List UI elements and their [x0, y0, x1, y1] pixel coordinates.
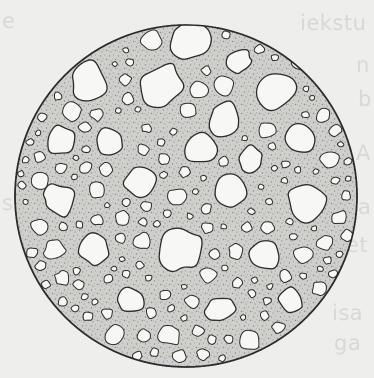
aggregate-stone — [291, 51, 309, 70]
aggregate-stone — [208, 335, 216, 344]
aggregate-stone — [158, 325, 180, 344]
aggregate-stone — [180, 103, 196, 117]
aggregate-stone — [336, 251, 343, 257]
aggregate-stone — [90, 182, 105, 198]
aggregate-stone — [337, 142, 343, 147]
aggregate-stone — [240, 315, 245, 320]
aggregate-stone — [157, 139, 165, 146]
aggregate-stone — [312, 282, 326, 296]
aggregate-stone — [146, 308, 156, 319]
aggregate-stone — [71, 305, 79, 312]
aggregate-stone — [160, 290, 171, 299]
aggregate-stone — [221, 224, 227, 229]
show-through-line: iekstu — [300, 11, 366, 35]
aggregate-stone — [22, 156, 29, 162]
show-through-line: b — [358, 87, 372, 111]
show-through-line: isa — [332, 301, 363, 325]
aggregate-stone — [168, 189, 187, 205]
aggregate-stone — [27, 248, 38, 258]
aggregate-stone — [281, 177, 287, 183]
aggregate-stone — [242, 136, 247, 141]
aggregate-stone — [182, 285, 188, 290]
aggregate-stone — [23, 199, 28, 204]
aggregate-stone — [116, 211, 130, 226]
aggregate-stone — [219, 355, 226, 362]
aggregate-stone — [201, 204, 211, 214]
aggregate-stone — [142, 124, 152, 132]
aggregate-stone — [18, 171, 24, 177]
aggregate-stone — [76, 221, 82, 228]
aggregate-stone — [35, 130, 40, 136]
aggregate-stone — [31, 172, 48, 189]
aggregate-stone — [81, 294, 88, 300]
aggregate-stone — [289, 234, 297, 240]
aggregate-stone — [258, 184, 264, 189]
aggregate-stone — [119, 257, 125, 262]
aggregate-stone — [59, 222, 67, 230]
show-through-line: A — [356, 141, 371, 165]
show-through-line: n — [356, 53, 370, 77]
aggregate-stone — [159, 154, 170, 165]
aggregate-stone — [345, 176, 351, 181]
aggregate-stone — [82, 146, 91, 153]
aggregate-stone — [135, 107, 141, 112]
aggregate-stone — [146, 275, 152, 281]
aggregate-stone — [342, 191, 351, 200]
aggregate-stone — [58, 297, 67, 306]
aggregate-stone — [222, 31, 230, 39]
aggregate-stone — [116, 108, 122, 113]
aggregate-stone — [251, 277, 258, 283]
aggregate-stone — [159, 228, 202, 271]
aggregate-stone — [310, 96, 315, 101]
aggregate-stone — [193, 189, 199, 195]
aggregate-stone — [229, 243, 243, 259]
show-through-line: a — [358, 195, 371, 219]
aggregate-stone — [266, 199, 273, 205]
aggregate-stone — [72, 174, 78, 180]
show-through-line: e — [2, 9, 15, 33]
aggregate-stone — [111, 266, 117, 271]
aggregate-stone — [317, 266, 323, 271]
aggregate-stone — [123, 48, 129, 53]
aggregate-stone — [271, 55, 278, 61]
aggregate-stone — [295, 167, 301, 174]
aggregate-stone — [115, 233, 125, 243]
aggregate-stone — [83, 312, 93, 320]
show-through-line: ga — [334, 331, 361, 355]
aggregate-stone — [313, 169, 319, 174]
aggregate-stone — [73, 155, 78, 160]
aggregate-stone — [201, 175, 207, 181]
aggregate-stone — [209, 249, 220, 260]
aggregate-stone — [222, 265, 228, 271]
aggregate-stone — [271, 165, 277, 171]
aggregate-stone — [122, 271, 129, 279]
aggregate-stone — [268, 143, 276, 150]
aggregate-stone — [240, 330, 259, 349]
aggregate-stone — [172, 350, 186, 363]
aggregate-stone — [300, 273, 307, 279]
aggregate-stone — [92, 299, 98, 305]
aggregate-stone — [303, 86, 309, 92]
aggregate-stone — [302, 112, 310, 118]
aggregate-stone — [122, 198, 130, 206]
aggregate-stone — [168, 305, 175, 312]
aggregate-stone — [163, 210, 171, 217]
aggregate-stone — [104, 275, 113, 283]
